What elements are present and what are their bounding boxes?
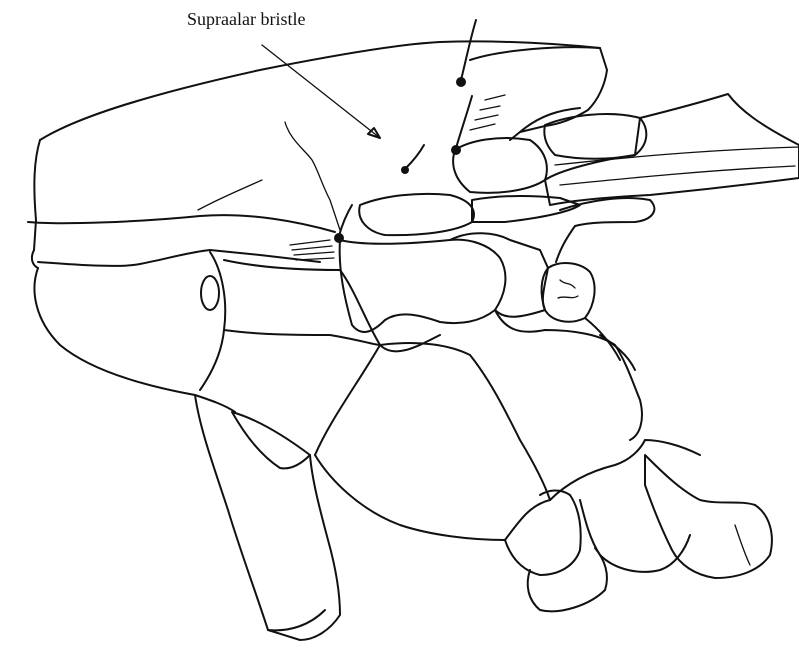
notal-suture <box>285 122 330 200</box>
postalar-callus <box>470 47 600 132</box>
scutum-left-edge <box>32 140 40 268</box>
mid-trochanter <box>528 548 607 611</box>
bristle-2 <box>456 96 472 148</box>
supraalar-bristle <box>339 205 352 236</box>
halter <box>556 198 654 262</box>
bristle-socket-2 <box>451 145 461 155</box>
supraalar-bristle-socket <box>334 233 344 243</box>
mesopleuron <box>224 260 440 351</box>
anepisternum <box>340 240 506 332</box>
spiracle-detail <box>558 280 578 298</box>
annotation-label: Supraalar bristle <box>187 9 305 30</box>
spiracle-knob <box>542 263 595 322</box>
propleuron-inner <box>200 252 225 390</box>
fore-coxa-tip <box>268 610 325 630</box>
humeral-band <box>28 215 335 232</box>
prothoracic-spiracle <box>201 276 219 310</box>
mid-coxa <box>315 455 550 540</box>
scutum-outline <box>40 41 607 140</box>
hind-coxa <box>550 440 700 500</box>
postalar-detail <box>470 95 505 130</box>
fore-coxa <box>195 395 340 640</box>
sternopleuron-2 <box>495 310 642 440</box>
notal-suture-2 <box>198 180 262 210</box>
transverse-suture <box>330 200 340 230</box>
hind-trochanter <box>645 455 772 578</box>
hair-tuft <box>290 240 334 260</box>
humeral-band-lower <box>38 250 320 266</box>
wing-base-sclerite <box>453 138 547 193</box>
hind-trochanter-suture <box>735 525 750 565</box>
bristle-socket-3 <box>401 166 409 174</box>
propleuron <box>34 268 235 412</box>
coxal-membrane <box>232 412 310 468</box>
wing-base-sclerite-2 <box>544 114 646 159</box>
wing-membrane <box>545 94 799 205</box>
hind-coxa-body <box>580 500 690 572</box>
bristle-1 <box>461 20 476 80</box>
bristle-socket-1 <box>456 77 466 87</box>
meron <box>585 318 635 370</box>
bristle-3 <box>406 145 424 168</box>
subalar-sclerite <box>359 194 474 235</box>
sternopleuron <box>380 343 550 500</box>
